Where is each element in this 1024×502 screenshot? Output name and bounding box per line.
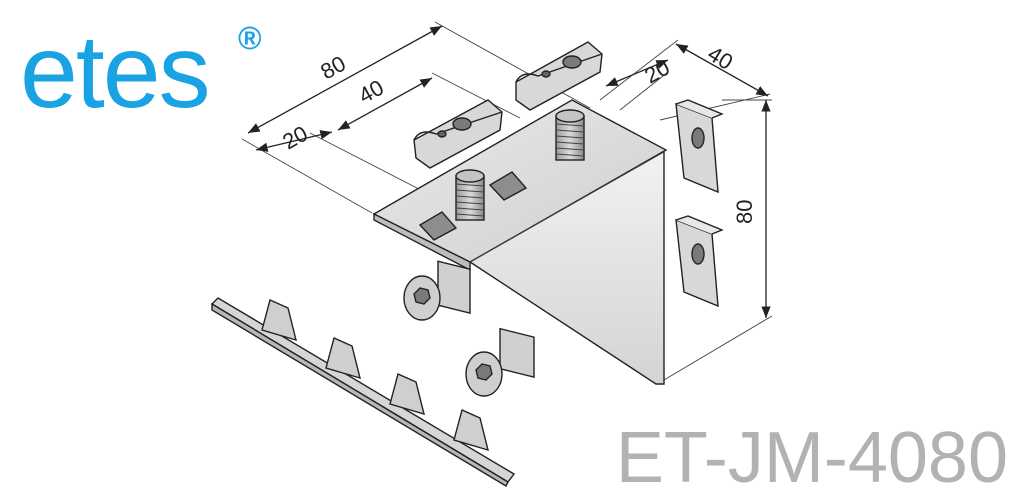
- t-nut-side-icon: [675, 99, 724, 308]
- dimension-20-right: 20: [640, 55, 674, 89]
- dimension-vertical: 80: [663, 99, 773, 381]
- part-number: ET-JM-4080: [615, 418, 1008, 498]
- logo-text: etes: [20, 14, 211, 130]
- bracket-icon: [372, 99, 668, 385]
- dimension-40-right: 40: [703, 41, 737, 75]
- brand-logo: etes: [20, 14, 211, 130]
- t-nut-icon: [413, 41, 603, 169]
- dimension-80-height: 80: [732, 200, 757, 224]
- serrated-plate-icon: [210, 297, 516, 487]
- dimension-20-top: 20: [278, 121, 312, 155]
- threaded-stud-icon: [455, 109, 585, 221]
- button-head-screw-icon: [403, 260, 535, 397]
- dimension-40-top: 40: [354, 75, 388, 109]
